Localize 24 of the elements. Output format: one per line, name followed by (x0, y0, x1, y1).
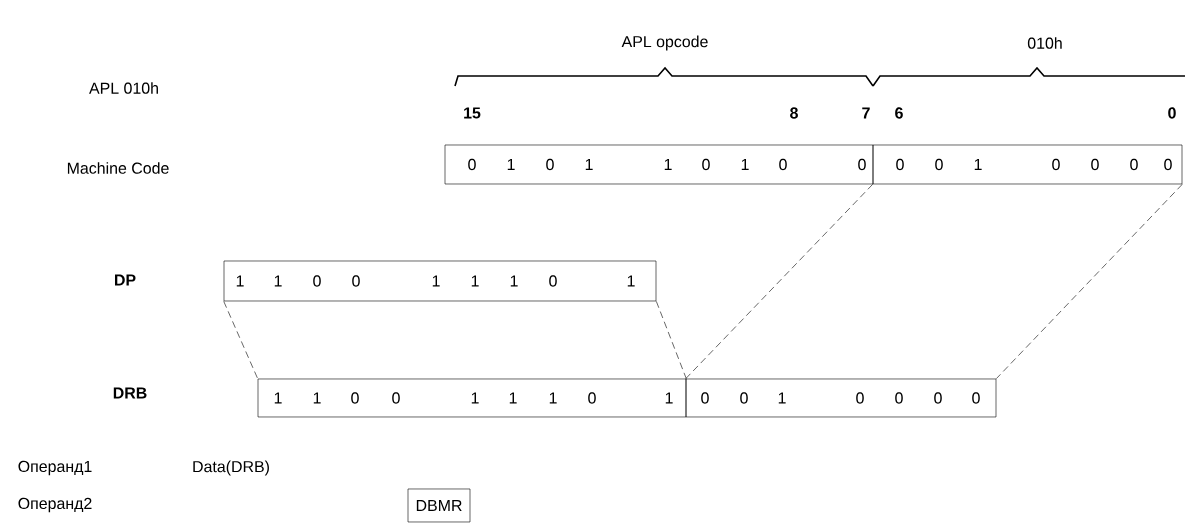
label: Операнд1 (18, 460, 92, 476)
label: 0 (1168, 107, 1176, 119)
label: APL opcode (621, 35, 708, 51)
label: Data(DRB) (193, 460, 269, 476)
label: 010h (1027, 37, 1062, 49)
mapping-line (656, 301, 687, 379)
label: DRB (113, 387, 147, 399)
label: Machine Code (67, 162, 169, 174)
mapping-line (223, 301, 258, 379)
register-box: 1 1 0 0 1 1 1 0 1 (223, 260, 657, 302)
operand-box: DBMR (407, 488, 471, 523)
label: DP (115, 274, 136, 286)
label: APL 010h (89, 82, 158, 94)
label: Операнд2 (18, 497, 92, 513)
register-box: 0 0 1 0 0 0 0 (685, 378, 997, 418)
label: 6 (895, 107, 903, 119)
register-box: 1 1 0 0 1 1 1 0 1 (257, 378, 687, 418)
label: 7 (862, 107, 870, 119)
label: 15 (464, 107, 481, 119)
mapping-line (996, 184, 1183, 379)
register-box: 0 0 1 0 0 0 0 (872, 144, 1183, 185)
label: 8 (790, 107, 798, 119)
mapping-line (685, 184, 873, 379)
register-box: 0 1 0 1 1 0 1 0 0 (444, 144, 874, 185)
